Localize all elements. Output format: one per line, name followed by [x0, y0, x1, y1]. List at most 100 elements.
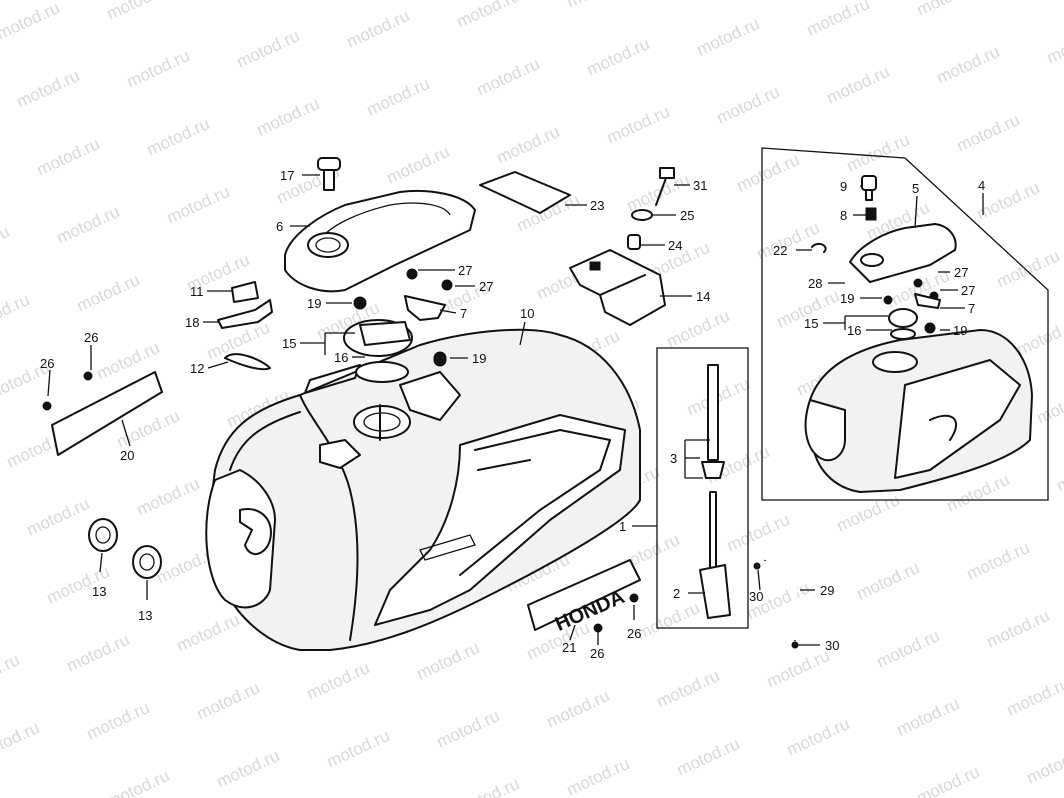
inset-variant	[761, 147, 1049, 501]
watermark-text: motod.ru	[434, 706, 503, 752]
watermark-text: motod.ru	[324, 726, 393, 772]
watermark-text: motod.ru	[784, 714, 853, 760]
watermark-text: motod.ru	[0, 650, 22, 696]
watermark-text: motod.ru	[564, 0, 633, 12]
watermark-text: motod.ru	[0, 290, 32, 336]
watermark-text: motod.ru	[54, 202, 123, 248]
watermark-text: motod.ru	[494, 122, 563, 168]
watermark-text: motod.ru	[834, 490, 903, 536]
callout-22: 22	[773, 243, 787, 258]
watermark-text: motod.ru	[414, 638, 483, 684]
callout-26a: 26	[84, 330, 98, 345]
callout-14: 14	[696, 289, 710, 304]
watermark-text: motod.ru	[64, 630, 133, 676]
leader-lines	[47, 174, 984, 646]
callout-27d: 27	[961, 283, 975, 298]
callout-10: 10	[520, 306, 534, 321]
watermark-text: motod.ru	[754, 218, 823, 264]
watermark-text: motod.ru	[214, 746, 283, 792]
fuel-tank	[205, 328, 641, 651]
callout-15b: 15	[804, 316, 818, 331]
watermark-text: motod.ru	[0, 718, 42, 764]
watermark-text: motod.ru	[824, 62, 893, 108]
callout-16a: 16	[334, 350, 348, 365]
watermark-text: motod.ru	[634, 598, 703, 644]
rubber-mount-14	[569, 249, 666, 326]
bolt-31	[627, 167, 675, 250]
callout-13b: 13	[138, 608, 152, 623]
watermark-text: motod.ru	[104, 766, 173, 798]
watermark-text: motod.ru	[454, 774, 523, 798]
fuel-cap	[343, 319, 413, 383]
watermark-text: motod.ru	[104, 0, 173, 24]
callout-4: 4	[978, 178, 985, 193]
watermark-text: motod.ru	[954, 110, 1023, 156]
watermark-text: motod.ru	[934, 42, 1003, 88]
watermark-text: motod.ru	[234, 26, 303, 72]
watermark-text: motod.ru	[654, 666, 723, 712]
watermark-text: motod.ru	[194, 678, 263, 724]
callout-12: 12	[190, 361, 204, 376]
small-parts	[217, 268, 453, 371]
callout-8: 8	[840, 208, 847, 223]
watermark-text: motod.ru	[674, 734, 743, 780]
callout-26b: 26	[40, 356, 54, 371]
bolt-17	[317, 157, 341, 191]
callout-16b: 16	[847, 323, 861, 338]
fuel-valve-assembly	[656, 347, 749, 629]
callout-26c: 26	[590, 646, 604, 661]
watermark-text: motod.ru	[254, 94, 323, 140]
callout-20: 20	[120, 448, 134, 463]
watermark-text: motod.ru	[984, 606, 1053, 652]
watermark-text: motod.ru	[714, 82, 783, 128]
watermark-text: motod.ru	[914, 762, 983, 798]
watermark-text: motod.ru	[584, 34, 653, 80]
watermark-text: motod.ru	[764, 646, 833, 692]
callout-30a: 30	[749, 589, 763, 604]
callout-25: 25	[680, 208, 694, 223]
callout-labels: 17 6 23 31 25 24 14 27 27 7 10 11 19 18 …	[40, 168, 985, 661]
callout-7b: 7	[968, 301, 975, 316]
callout-27b: 27	[479, 279, 493, 294]
watermark-text: motod.ru	[664, 306, 733, 352]
watermark-text: motod.ru	[1024, 742, 1064, 788]
watermark-text: motod.ru	[854, 558, 923, 604]
callout-18: 18	[185, 315, 199, 330]
watermark-text: motod.ru	[804, 0, 873, 40]
watermark-text: motod.ru	[24, 494, 93, 540]
watermark-text: motod.ru	[964, 538, 1033, 584]
watermark-text: motod.ru	[544, 686, 613, 732]
watermark-text: motod.ru	[144, 114, 213, 160]
callout-9: 9	[840, 179, 847, 194]
watermark-text: motod.ru	[894, 694, 963, 740]
callout-21: 21	[562, 640, 576, 655]
watermark-text: motod.ru	[344, 6, 413, 52]
watermark-text: motod.ru	[454, 0, 523, 32]
watermark-text: motod.ru	[174, 610, 243, 656]
callout-31: 31	[693, 178, 707, 193]
watermark-text: motod.ru	[564, 754, 633, 798]
watermark-text: motod.ru	[694, 14, 763, 60]
watermark-text: motod.ru	[1014, 314, 1064, 360]
callout-11: 11	[190, 284, 204, 299]
callout-19c: 19	[840, 291, 854, 306]
watermark-text: motod.ru	[844, 130, 913, 176]
watermark-text: motod.ru	[944, 470, 1013, 516]
watermark-text: motod.ru	[604, 102, 673, 148]
watermark-text: motod.ru	[14, 66, 83, 112]
callout-27a: 27	[458, 263, 472, 278]
callout-19a: 19	[307, 296, 321, 311]
callout-24: 24	[668, 238, 682, 253]
watermark-text: motod.ru	[34, 134, 103, 180]
callout-13a: 13	[92, 584, 106, 599]
watermark-text: motod.ru	[874, 626, 943, 672]
watermark-text: motod.ru	[994, 246, 1063, 292]
watermark-text: motod.ru	[84, 698, 153, 744]
callout-5: 5	[912, 181, 919, 196]
watermark-text: motod.ru	[364, 74, 433, 120]
callout-6: 6	[276, 219, 283, 234]
rubber-pad-23	[479, 171, 571, 214]
callout-3: 3	[670, 451, 677, 466]
rear-bracket-20	[42, 371, 163, 456]
